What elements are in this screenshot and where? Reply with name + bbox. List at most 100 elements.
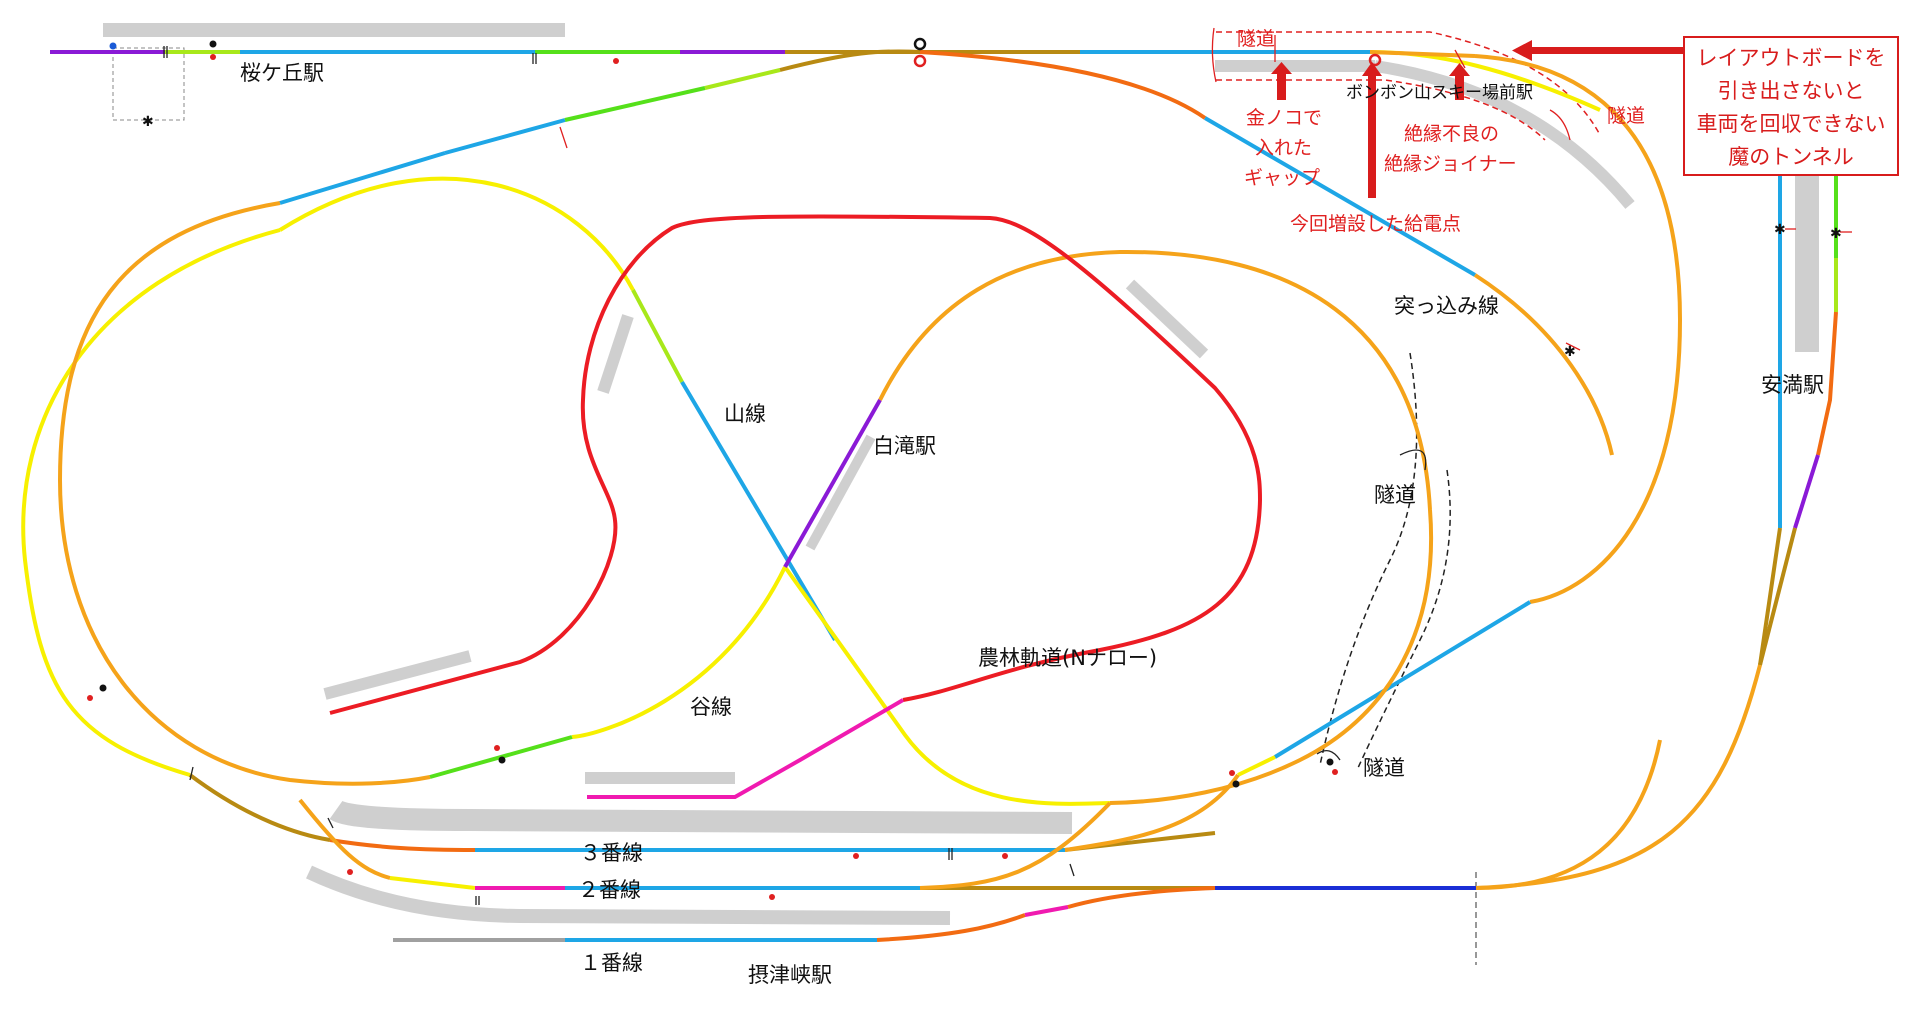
- annotation-tunnel-top: 隧道: [1237, 28, 1275, 50]
- track1-orange: [876, 913, 1026, 942]
- annotation-gap-line1: 金ノコで: [1246, 107, 1322, 129]
- switch-markers: ✱ ✱ ✱ ✱: [142, 114, 1842, 360]
- track-norin-magenta: [587, 698, 905, 799]
- insulator: [189, 766, 194, 781]
- anman-orange-down: [1475, 664, 1762, 890]
- track2-yellow: [389, 876, 476, 890]
- annotation-bad-joiner-line1: 絶縁不良の: [1404, 123, 1499, 145]
- annotation-gap-line2: 入れた: [1255, 137, 1312, 159]
- platform-narrow-end: [323, 650, 472, 700]
- insulator-red: [1565, 342, 1581, 351]
- label-tanisen: 谷線: [690, 695, 732, 719]
- bad-joiner-mark: [1454, 49, 1466, 69]
- feeder-dot: [498, 756, 506, 764]
- track3-olive-left: [188, 773, 331, 842]
- insulator-red: [559, 126, 568, 149]
- feeder-dot: [769, 894, 775, 900]
- feeder-dot: [613, 58, 619, 64]
- feeder-dot: [853, 853, 859, 859]
- arrow-feeder-head: [1362, 62, 1382, 76]
- callout-line: 魔のトンネル: [1728, 145, 1854, 169]
- track-outer-yellow-left: [21, 228, 281, 777]
- annotation-tunnel-right: 隧道: [1607, 105, 1645, 127]
- track2-orange-up: [919, 801, 1112, 890]
- track-norin-red: [329, 214, 1263, 715]
- tunnel-portals: [1211, 27, 1571, 761]
- arrow-callout-head: [1512, 40, 1532, 61]
- label-bonbon-station: ボンボン山スキー場前駅: [1346, 83, 1533, 103]
- anman-olive2: [1758, 527, 1797, 666]
- insulator: [1069, 863, 1075, 877]
- track-middle-yellow: [783, 565, 1111, 806]
- track1-orange2: [1067, 886, 1216, 909]
- track-shirataki-purple: [783, 399, 882, 568]
- track-diagonal-green: [564, 86, 706, 122]
- label-settsukyo-station: 摂津峡駅: [748, 963, 832, 987]
- annotation-bad-joiner-line2: 絶縁ジョイナー: [1384, 153, 1517, 175]
- svg-text:✱: ✱: [142, 114, 154, 130]
- feeder-dot: [1232, 780, 1240, 788]
- track-inner-orange: [57, 201, 431, 786]
- feeder-dot: [347, 869, 353, 875]
- callout-line: レイアウトボードを: [1696, 46, 1886, 70]
- annotation-feeder: 今回増設した給電点: [1290, 213, 1461, 235]
- portal-top-left: [1211, 27, 1217, 83]
- platform-left-siding: [597, 314, 634, 394]
- track-middle-orange-loop: [878, 249, 1434, 805]
- label-track2: ２番線: [578, 878, 641, 902]
- insulator: [327, 817, 334, 829]
- track-tsukkomi-orange: [919, 50, 1207, 120]
- label-tunnel-mid: 隧道: [1374, 483, 1416, 507]
- portal-low: [1316, 749, 1341, 761]
- tunnel-top-upper-line: [1216, 31, 1601, 136]
- anman-olive: [1758, 527, 1782, 666]
- feeder-ring: [913, 37, 927, 51]
- track-diagonal-lime: [704, 68, 781, 90]
- track-diagonal-olive: [779, 49, 921, 72]
- track-outer-right-orange: [1474, 54, 1683, 604]
- annotations: 隧道 隧道 金ノコで 入れた ギャップ 絶縁不良の 絶縁ジョイナー 今回増設した…: [1237, 28, 1645, 235]
- platform-track1: [306, 865, 951, 925]
- portal-top-right: [1549, 109, 1571, 141]
- annotation-gap-line3: ギャップ: [1244, 167, 1320, 189]
- feeder-dot: [1229, 770, 1235, 776]
- labels: 桜ケ丘駅 安満駅 摂津峡駅 白滝駅 ボンボン山スキー場前駅 山線 谷線 突っ込み…: [240, 61, 1824, 987]
- track-right-diagonal-yellow: [1237, 755, 1276, 777]
- svg-text:✱: ✱: [1830, 226, 1842, 242]
- callout-line: 車両を回収できない: [1696, 112, 1886, 136]
- feeder-dot: [1332, 769, 1338, 775]
- track2-orange-left: [298, 798, 391, 880]
- label-shirataki-station: 白滝駅: [873, 434, 936, 458]
- anman-right-purple: [1793, 454, 1820, 529]
- tracks: [21, 49, 1838, 942]
- feeder-dot: [210, 54, 216, 60]
- arrow-feeder-shaft: [1368, 72, 1376, 198]
- callout-line: 引き出さないと: [1717, 79, 1865, 103]
- insulator-marks: [163, 35, 1852, 905]
- arrow-bad-joiner: [1449, 63, 1470, 100]
- platform-right-siding: [1125, 279, 1209, 359]
- platforms: [103, 23, 1819, 925]
- anman-right-orange: [1816, 311, 1838, 456]
- track-yamasen-lime: [631, 289, 684, 383]
- feeder-ring: [913, 54, 927, 68]
- arrow-gap: [1271, 62, 1292, 100]
- tunnel-warning-callout: レイアウトボードを 引き出さないと 車両を回収できない 魔のトンネル: [1683, 36, 1899, 176]
- feeder-ring-new: [1368, 53, 1382, 67]
- feeder-dot: [1002, 853, 1008, 859]
- feeder-dot: [99, 684, 107, 692]
- track-tsukkomi-orange2: [1473, 273, 1614, 456]
- tunnel-mid-left-line: [1319, 352, 1418, 766]
- track-diagonal-blue2: [444, 118, 566, 155]
- arrow-callout-shaft: [1530, 47, 1683, 54]
- portal-mid: [1399, 449, 1427, 471]
- label-sakuragaoka-station: 桜ケ丘駅: [240, 61, 324, 85]
- annotation-arrows: [1271, 40, 1683, 198]
- track-outer-yellow-top: [278, 176, 635, 291]
- svg-text:✱: ✱: [1564, 344, 1576, 360]
- track-yamasen-blue: [680, 380, 837, 642]
- feeder-points: [87, 37, 1382, 900]
- platform-track3: [329, 800, 1073, 834]
- feeder-dot: [494, 745, 500, 751]
